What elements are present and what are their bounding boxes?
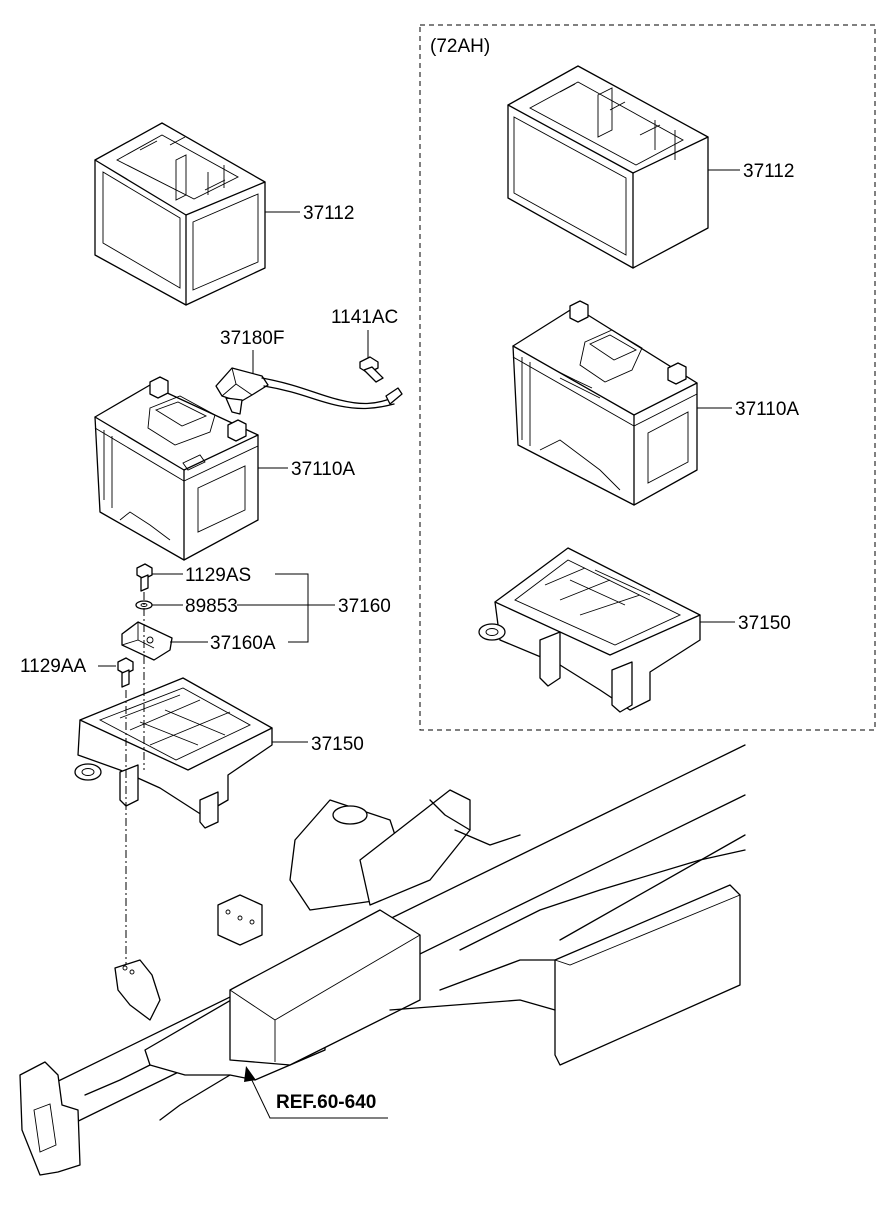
battery-assy-72ah[interactable]	[512, 300, 698, 506]
label-37150-left: 37150	[311, 734, 364, 755]
body-frame-structure	[19, 744, 746, 1176]
reference-label[interactable]: REF.60-640	[276, 1092, 376, 1113]
battery-tray-72ah[interactable]	[478, 547, 701, 713]
bolt-1129aa[interactable]	[117, 657, 134, 688]
battery-insulation-pad-72ah[interactable]	[507, 65, 709, 269]
bracket-37160	[237, 573, 335, 643]
label-37150-right: 37150	[738, 613, 791, 634]
variant-72ah-frame	[419, 24, 876, 731]
label-37110a-left: 37110A	[291, 459, 355, 480]
battery-assy[interactable]	[94, 376, 259, 561]
label-37112-left: 37112	[303, 203, 354, 224]
label-1129aa: 1129AA	[20, 656, 87, 677]
bolt-1141ac[interactable]	[359, 356, 384, 383]
label-37110a-right: 37110A	[735, 399, 799, 420]
ref-arrowhead	[244, 1066, 256, 1082]
label-37160a: 37160A	[210, 633, 276, 654]
label-89853: 89853	[185, 596, 238, 617]
battery-cable-positive[interactable]	[215, 367, 403, 415]
label-37180f: 37180F	[220, 328, 284, 349]
label-37160: 37160	[338, 596, 391, 617]
leader-ref	[247, 1071, 388, 1119]
label-1129as: 1129AS	[185, 565, 251, 586]
battery-insulation-pad[interactable]	[94, 122, 266, 306]
variant-72ah-label: (72AH)	[430, 36, 490, 57]
label-1141ac: 1141AC	[331, 307, 398, 328]
battery-tray[interactable]	[74, 677, 273, 829]
label-37112-right: 37112	[743, 161, 794, 182]
bolt-1129as[interactable]	[136, 563, 153, 592]
clamp-37160a[interactable]	[121, 621, 173, 661]
